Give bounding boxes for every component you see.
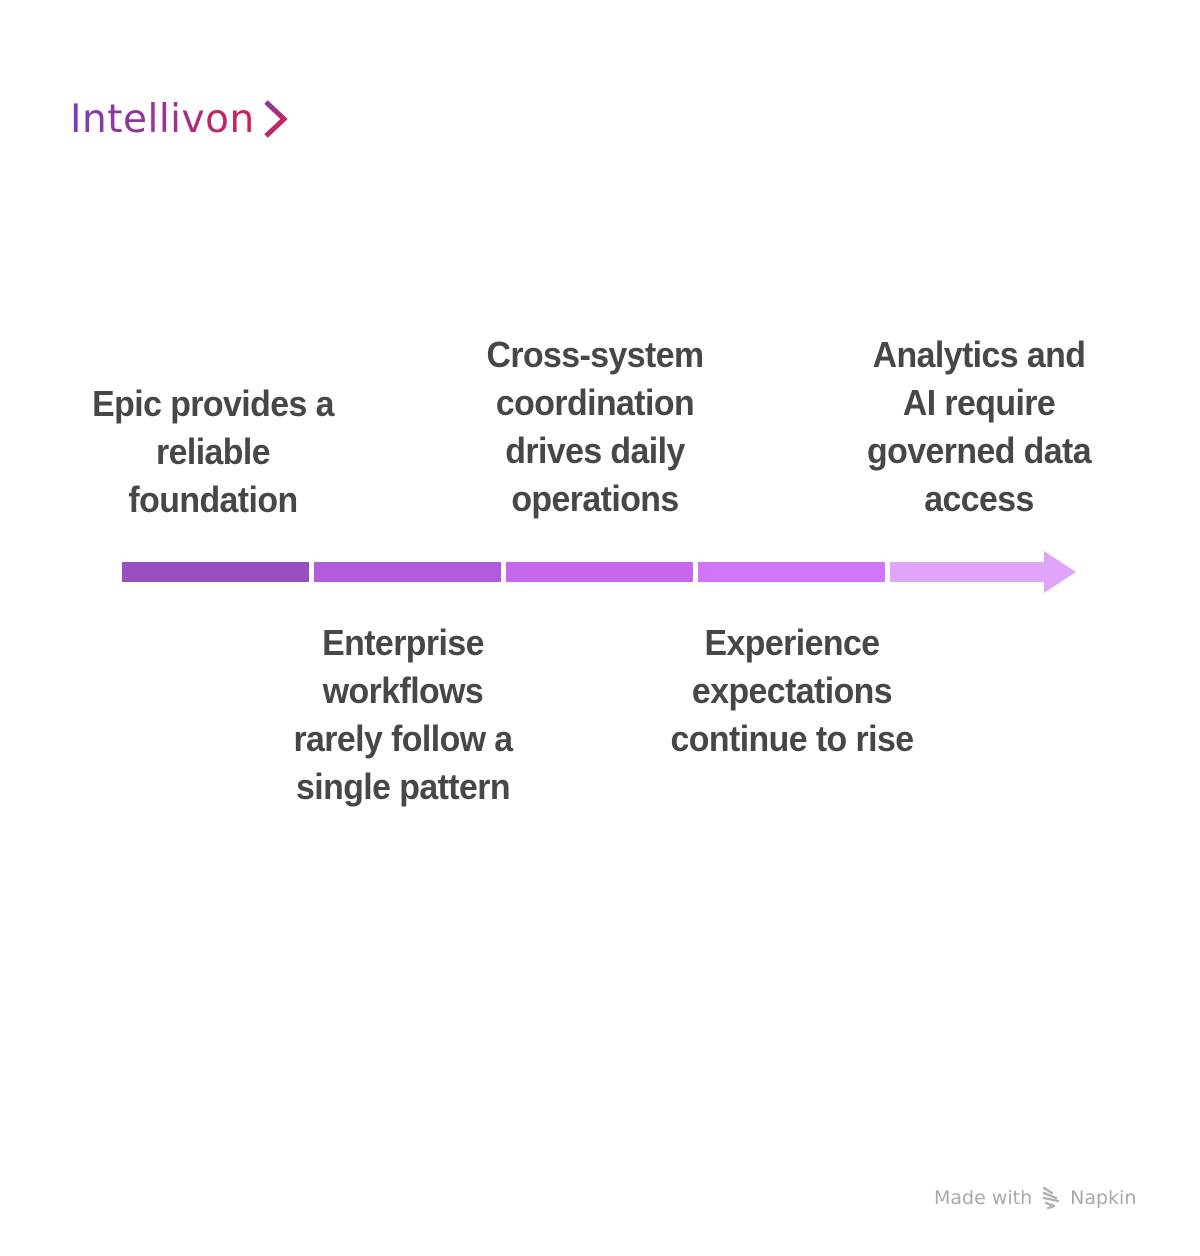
- timeline-segment-2: [314, 562, 501, 582]
- timeline-segment-1: [122, 562, 309, 582]
- made-with-napkin-credit: Made with Napkin: [934, 1186, 1136, 1210]
- brand-logo: Intellivon: [70, 94, 289, 144]
- timeline-segment-3: [506, 562, 693, 582]
- napkin-text: Napkin: [1070, 1187, 1137, 1209]
- chevron-right-icon: [263, 100, 288, 138]
- arrow-right-icon: [1044, 551, 1076, 593]
- timeline-segment-4: [698, 562, 885, 582]
- timeline-segment-5: [890, 562, 1046, 582]
- brand-name: Intellivon: [70, 96, 255, 142]
- napkin-logo-icon: [1042, 1186, 1060, 1210]
- made-with-text: Made with: [934, 1187, 1033, 1209]
